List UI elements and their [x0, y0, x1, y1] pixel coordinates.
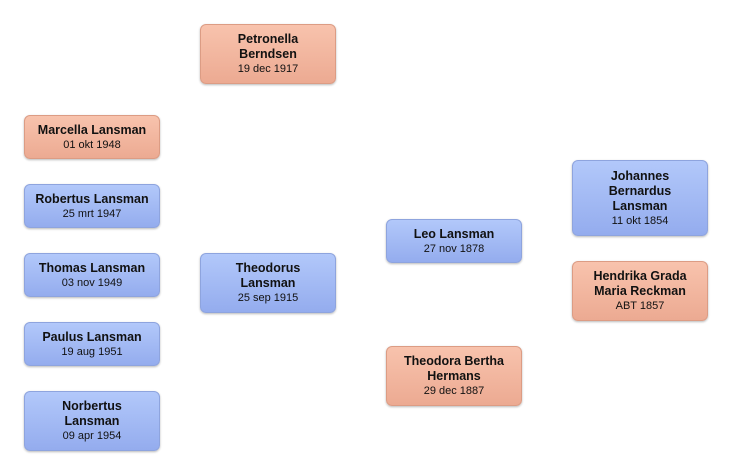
person-name: Robertus Lansman — [35, 191, 149, 206]
person-card-robertus-lansman[interactable]: Robertus Lansman 25 mrt 1947 — [24, 184, 160, 228]
person-date: 03 nov 1949 — [61, 276, 123, 289]
person-date: 25 sep 1915 — [237, 292, 299, 304]
person-name: Theodora Bertha Hermans — [403, 354, 504, 383]
person-date: 19 aug 1951 — [61, 345, 123, 358]
person-name: Leo Lansman — [413, 226, 495, 241]
person-card-theodora-bertha-hermans[interactable]: Theodora Bertha Hermans 29 dec 1887 — [386, 346, 522, 406]
person-card-hendrika-grada-maria-reckman[interactable]: Hendrika Grada Maria Reckman ABT 1857 — [572, 261, 708, 321]
person-name: Thomas Lansman — [38, 260, 146, 275]
person-name: Theodorus Lansman — [235, 261, 301, 290]
person-card-petronella-berndsen[interactable]: Petronella Berndsen 19 dec 1917 — [200, 24, 336, 84]
person-date: 11 okt 1854 — [611, 214, 669, 227]
person-card-theodorus-lansman[interactable]: Theodorus Lansman 25 sep 1915 — [200, 253, 336, 313]
person-date: 19 dec 1917 — [237, 63, 299, 75]
person-card-paulus-lansman[interactable]: Paulus Lansman 19 aug 1951 — [24, 322, 160, 366]
person-date: 27 nov 1878 — [423, 242, 485, 255]
person-name: Norbertus Lansman — [62, 399, 122, 428]
person-name: Paulus Lansman — [42, 329, 142, 344]
person-card-norbertus-lansman[interactable]: Norbertus Lansman 09 apr 1954 — [24, 391, 160, 451]
person-date: 25 mrt 1947 — [62, 207, 122, 220]
person-card-marcella-lansman[interactable]: Marcella Lansman 01 okt 1948 — [24, 115, 160, 159]
person-card-thomas-lansman[interactable]: Thomas Lansman 03 nov 1949 — [24, 253, 160, 297]
person-name: Marcella Lansman — [37, 122, 147, 137]
person-card-leo-lansman[interactable]: Leo Lansman 27 nov 1878 — [386, 219, 522, 263]
person-name: Johannes Bernardus Lansman — [608, 168, 672, 213]
person-date: ABT 1857 — [615, 300, 665, 312]
person-name: Hendrika Grada Maria Reckman — [593, 269, 687, 298]
person-card-johannes-bernardus-lansman[interactable]: Johannes Bernardus Lansman 11 okt 1854 — [572, 160, 708, 236]
person-date: 09 apr 1954 — [62, 430, 122, 442]
person-name: Petronella Berndsen — [237, 32, 299, 61]
person-date: 29 dec 1887 — [423, 385, 485, 397]
person-date: 01 okt 1948 — [63, 138, 121, 151]
